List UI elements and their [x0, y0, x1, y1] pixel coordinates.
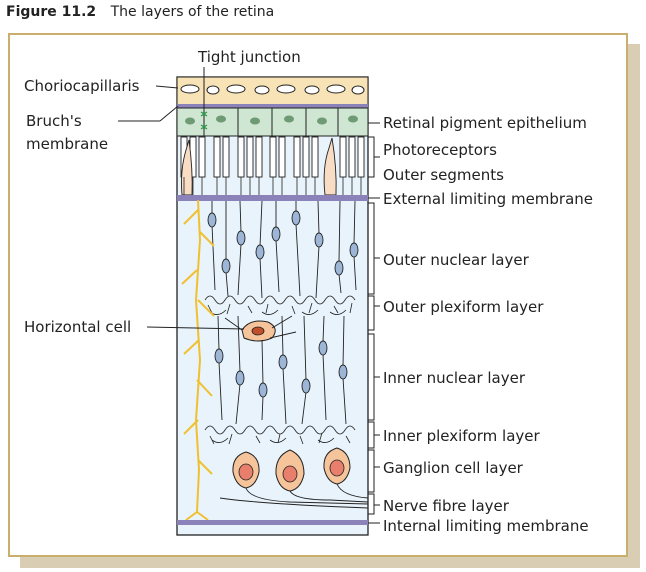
- label-bruchs-membrane-line2: membrane: [26, 135, 108, 153]
- tight-junction-marks: [200, 111, 208, 130]
- left-leaders: [118, 85, 245, 330]
- outer-nuclear-nuclei: [207, 210, 359, 276]
- bruchs-membrane-band: [177, 104, 368, 108]
- label-choriocapillaris: Choriocapillaris: [24, 77, 140, 95]
- figure-number: Figure 11.2: [6, 4, 97, 20]
- label-tight-junction: Tight junction: [197, 48, 301, 66]
- figure-header: Figure 11.2 The layers of the retina: [6, 4, 274, 20]
- label-outer-segments: Outer segments: [383, 166, 504, 184]
- right-brackets: [368, 122, 380, 524]
- bipolar-fibres: [217, 315, 347, 425]
- ganglion-cells: [232, 447, 351, 492]
- label-outer-plexiform-layer: Outer plexiform layer: [383, 298, 544, 316]
- internal-limiting-membrane-band: [177, 520, 368, 525]
- label-horizontal-cell: Horizontal cell: [24, 318, 131, 336]
- label-bruchs-membrane-line1: Bruch's: [26, 112, 82, 130]
- outer-plexiform-synapses: [204, 295, 356, 315]
- external-limiting-membrane-band: [177, 195, 368, 201]
- figure-title: The layers of the retina: [110, 4, 275, 20]
- outer-nuclear-fibres: [211, 200, 357, 299]
- label-outer-nuclear-layer: Outer nuclear layer: [383, 251, 530, 269]
- horizontal-cell: [224, 315, 297, 342]
- label-internal-limiting-membrane: Internal limiting membrane: [383, 517, 589, 535]
- capillaries: [180, 84, 365, 95]
- label-inner-nuclear-layer: Inner nuclear layer: [383, 369, 526, 387]
- glial-fibre: [181, 199, 215, 521]
- label-ganglion-cell-layer: Ganglion cell layer: [383, 459, 524, 477]
- nerve-fibres: [219, 483, 369, 509]
- label-inner-plexiform-layer: Inner plexiform layer: [383, 427, 541, 445]
- label-photoreceptors: Photoreceptors: [383, 141, 497, 159]
- bipolar-nuclei: [214, 340, 348, 398]
- label-external-limiting-membrane: External limiting membrane: [383, 190, 593, 208]
- label-retinal-pigment-epithelium: Retinal pigment epithelium: [383, 114, 587, 132]
- label-nerve-fibre-layer: Nerve fibre layer: [383, 497, 510, 515]
- inner-plexiform-synapses: [204, 425, 356, 445]
- rpe-layer: [176, 107, 369, 137]
